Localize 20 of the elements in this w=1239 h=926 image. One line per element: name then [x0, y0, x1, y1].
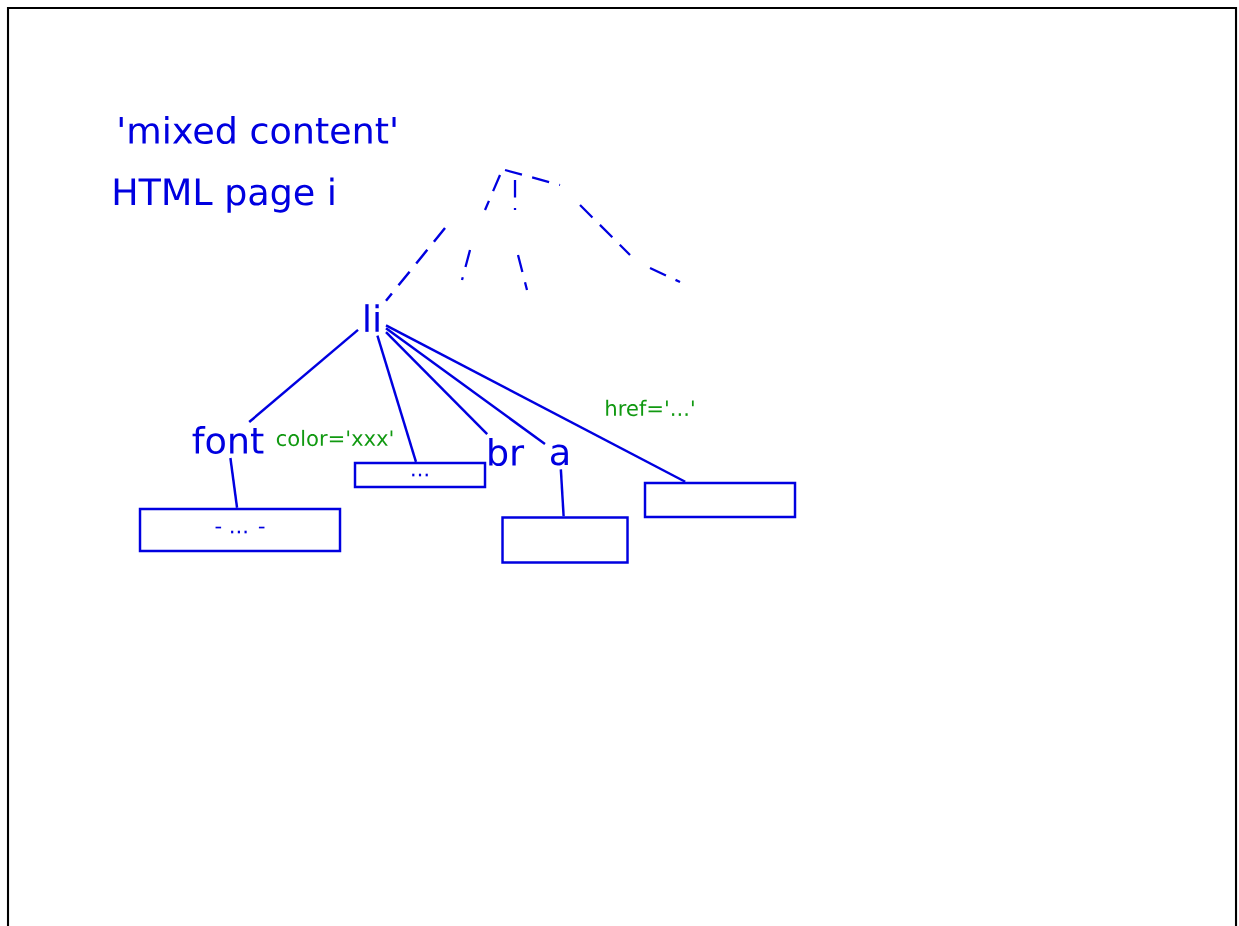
- element-name: br: [489, 437, 525, 467]
- attribute-label: href='...': [606, 399, 694, 417]
- empty-box: [643, 481, 797, 519]
- empty-box: [501, 516, 629, 564]
- tree-line: [385, 327, 546, 446]
- tree-line: [385, 324, 686, 483]
- tree-line: [385, 227, 446, 302]
- text-box: - ... -: [138, 507, 342, 553]
- text-box: ...: [353, 461, 487, 489]
- element-name: font: [192, 425, 264, 455]
- tree-line: [248, 328, 359, 423]
- element-name: a: [551, 444, 568, 466]
- attribute-label: color='xxx': [276, 429, 393, 447]
- handwritten-label: 'mixed content': [119, 115, 396, 145]
- tree-line: [229, 457, 239, 508]
- tree-line: [385, 331, 489, 435]
- handwritten-label: HTML page i: [114, 177, 334, 213]
- tree-line: [559, 469, 565, 517]
- element-name: li: [365, 304, 379, 332]
- tree-line: [376, 335, 418, 463]
